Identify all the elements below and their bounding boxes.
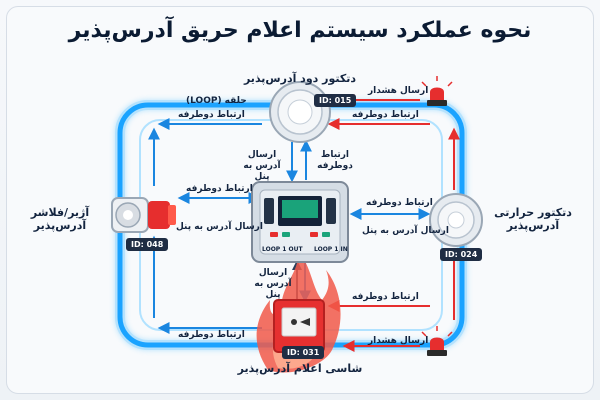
diagram-title: نحوه عملکرد سیستم اعلام حریق آدرس‌پذیر	[68, 18, 532, 43]
bidirectional-top-right-label: ارتباط دوطرفه	[352, 110, 419, 120]
panel-loop1-out-label: LOOP 1 OUT	[262, 246, 303, 253]
send-alarm-bottom-label: ارسال هشدار	[368, 336, 429, 346]
manual-call-point-icon	[273, 299, 325, 353]
address-to-panel-smoke-label: ارسال آدرس به پنل	[243, 150, 281, 182]
bidirectional-left-mid-label: ارتباط دوطرفه	[186, 184, 253, 194]
loop-label: حلقه (LOOP)	[186, 96, 247, 106]
bidirectional-bottom-left-label: ارتباط دوطرفه	[178, 330, 245, 340]
heat-detector-name: دتکتور حرارتی آدرس‌پذیر	[494, 206, 572, 232]
bidirectional-bottom-right-label: ارتباط دوطرفه	[352, 292, 419, 302]
smoke-detector-name: دتکتور دود آدرس‌پذیر	[243, 72, 357, 85]
smoke-detector-id-badge: ID: 015	[314, 94, 357, 107]
address-to-panel-bottom-label: ارسال آدرس به پنل	[254, 268, 292, 300]
siren-icon	[111, 197, 176, 233]
alarm-beacon-icon	[421, 326, 453, 356]
smoke-detector-icon	[269, 81, 331, 143]
bidirectional-right-mid-label: ارتباط دوطرفه	[366, 198, 433, 208]
call-point-name: شاسی اعلام آدرس‌پذیر	[237, 362, 363, 375]
send-alarm-top-label: ارسال هشدار	[368, 86, 429, 96]
address-to-panel-left-label: ارسال آدرس به پنل	[176, 222, 263, 232]
siren-name: آژیر/فلاشر آدرس‌پذیر	[30, 206, 90, 232]
control-panel-icon	[251, 181, 349, 263]
heat-detector-icon	[429, 193, 483, 247]
bidirectional-top-left-label: ارتباط دوطرفه	[178, 110, 245, 120]
panel-loop1-in-label: LOOP 1 IN	[314, 246, 348, 253]
address-to-panel-right-label: ارسال آدرس به پنل	[362, 226, 449, 236]
siren-id-badge: ID: 048	[126, 238, 169, 251]
alarm-beacon-icon	[421, 76, 453, 106]
call-point-id-badge: ID: 031	[282, 346, 325, 359]
bidirectional-smoke-panel-label: ارتباط دوطرفه	[317, 150, 353, 171]
heat-detector-id-badge: ID: 024	[440, 248, 483, 261]
